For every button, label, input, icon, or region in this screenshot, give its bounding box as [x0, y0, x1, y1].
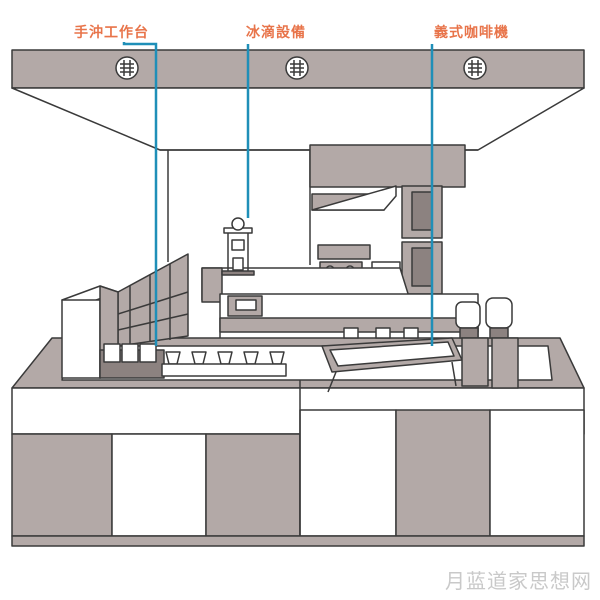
label-espresso: 義式咖啡機 — [434, 25, 509, 41]
leader-lines — [122, 42, 434, 346]
coffee-grinder-icon — [455, 297, 519, 389]
pour-over-kettles-icon — [99, 343, 287, 379]
label-pour-over: 手沖工作台 — [74, 25, 149, 41]
back-kitchen — [167, 144, 466, 295]
espresso-machine-icon — [321, 327, 463, 393]
watermark: 月蓝道家思想网 — [445, 569, 592, 593]
cold-drip-tower-icon — [221, 217, 255, 276]
pour-over-leader-line — [122, 42, 158, 346]
ceiling-vent-icon — [115, 56, 487, 80]
label-cold-drip: 冰滴設備 — [246, 25, 306, 41]
